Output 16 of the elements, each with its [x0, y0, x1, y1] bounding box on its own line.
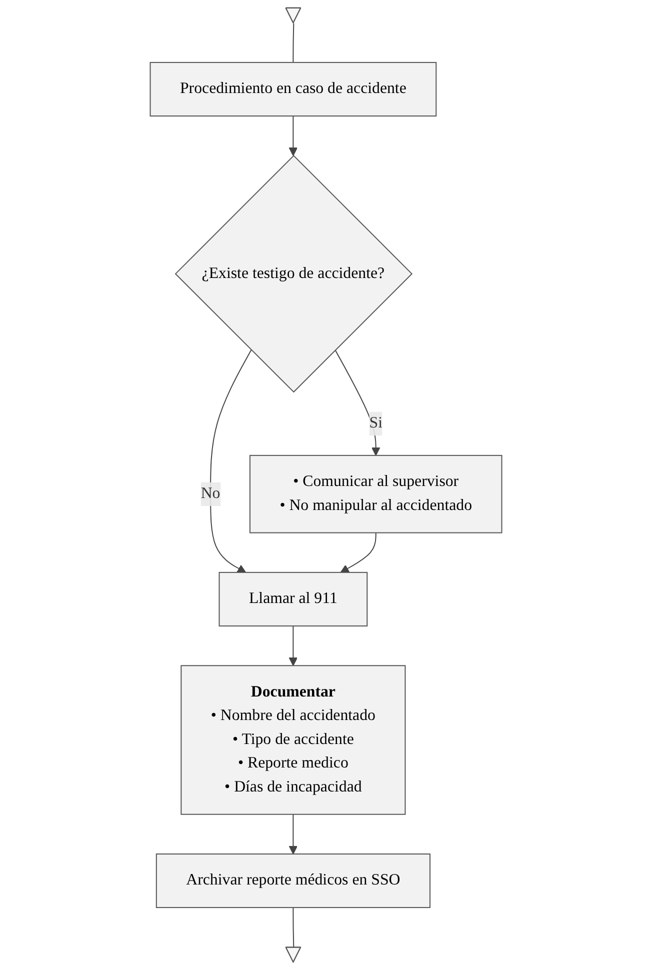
arrow — [288, 116, 298, 156]
connector — [292, 22, 294, 63]
arrow — [288, 814, 298, 854]
node-box: Llamar al 911 — [218, 572, 368, 626]
arrow — [334, 349, 380, 456]
edge-label: Si — [369, 414, 382, 432]
arrow — [288, 625, 298, 666]
connector — [292, 907, 294, 948]
edge-label: No — [200, 485, 220, 502]
node-diamond: ¿Existe testigo de accidente? — [174, 154, 413, 393]
node-box: Procedimiento en caso de accidente — [150, 62, 437, 116]
node-box: Archivar reporte médicos en SSO — [156, 854, 430, 908]
arrow — [340, 532, 376, 573]
arrow — [210, 349, 252, 573]
node-box: • Comunicar al supervisor • No manipular al accidentado — [249, 454, 502, 534]
node-box: Documentar • Nombre del accidentado • Tipo de accidente • Reporte medico • Días de incapacidad — [180, 665, 406, 815]
